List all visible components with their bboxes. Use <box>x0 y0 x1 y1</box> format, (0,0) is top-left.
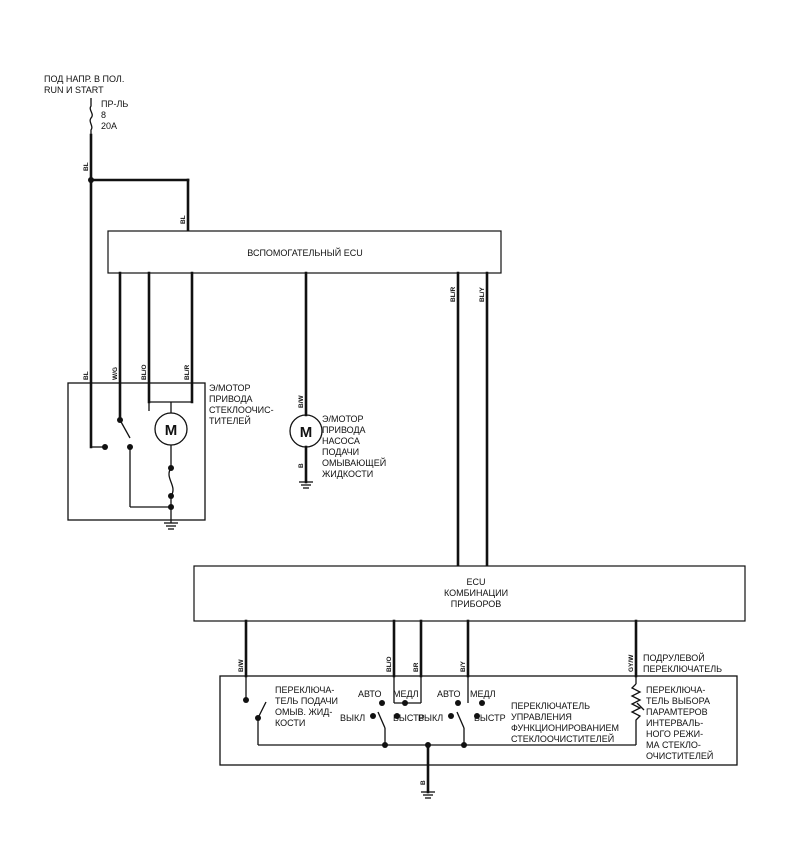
stalk-switch-label-2: ПЕРЕКЛЮЧАТЕЛЬ <box>643 664 722 674</box>
wire-label-blo-sw: BL/O <box>386 656 393 672</box>
wire-label-bl-motor: BL <box>83 371 90 380</box>
section1-fast-label: БЫСТР <box>393 713 425 723</box>
wire-label-blo-motor: BL/O <box>141 364 148 380</box>
wiper-motor-label-1: Э/МОТОР <box>209 383 251 393</box>
wire-label-b-ground: B <box>420 780 427 785</box>
fuse-number: 8 <box>101 110 106 120</box>
section1-contact-off <box>370 713 376 719</box>
section2-auto-label: АВТО <box>437 689 461 699</box>
washer-switch-label-4: КОСТИ <box>275 718 305 728</box>
function-switch-label-3: ФУНКЦИОНИРОВАНИЕМ <box>511 723 619 733</box>
ground-icon <box>164 522 178 530</box>
wire-label-bl-top: BL <box>83 162 90 171</box>
stalk-switch-panel <box>219 675 738 766</box>
washer-switch-label-2: ТЕЛЬ ПОДАЧИ <box>275 696 338 706</box>
wire-label-b-pump: B <box>298 463 305 468</box>
wire-label-bw-sw: B/W <box>238 659 245 673</box>
interval-switch-label-7: ОЧИСТИТЕЛЕЙ <box>646 750 713 761</box>
function-switch-label-1: ПЕРЕКЛЮЧАТЕЛЬ <box>511 701 590 711</box>
function-switch-label-4: СТЕКЛООЧИСТИТЕЛЕЙ <box>511 733 614 744</box>
pump-motor-label-6: ЖИДКОСТИ <box>322 469 373 479</box>
section2-contact-slow <box>479 700 485 706</box>
interval-switch-label-1: ПЕРЕКЛЮЧА- <box>646 685 705 695</box>
wire-label-bl-aux: BL <box>180 215 187 224</box>
wire-label-br-sw: BR <box>413 662 420 672</box>
interval-wiper-arrow <box>636 702 645 711</box>
power-source-label: ПОД НАПР. В ПОЛ. <box>44 74 124 84</box>
section1-contact-fast <box>394 713 400 719</box>
pump-motor-label-2: ПРИВОДА <box>322 425 366 435</box>
stalk-switch-label-1: ПОДРУЛЕВОЙ <box>643 652 705 663</box>
section1-auto-label: АВТО <box>358 689 382 699</box>
ground-icon <box>299 481 313 489</box>
ground-bus-junction <box>382 742 388 748</box>
interval-switch-label-2: ТЕЛЬ ВЫБОРА <box>646 696 710 706</box>
wire-label-blr-ecu: BL/R <box>450 287 457 302</box>
cluster-ecu-box <box>193 565 746 622</box>
section1-contact-slow <box>402 700 408 706</box>
interval-switch-label-3: ПАРАМТЕРОВ <box>646 707 708 717</box>
aux-ecu-label: ВСПОМОГАТЕЛЬНЫЙ ECU <box>247 247 363 258</box>
section1-slow-label: МЕДЛ <box>393 689 419 699</box>
section2-contact-auto <box>455 700 461 706</box>
wire-label-by-sw: B/Y <box>460 661 467 673</box>
wiper-motor-label-3: СТЕКЛООЧИС- <box>209 405 274 415</box>
park-contact <box>102 444 108 450</box>
interval-resistor-icon <box>630 683 642 745</box>
pump-motor-label-3: НАСОСА <box>322 436 360 446</box>
section2-contact-off <box>448 713 454 719</box>
pump-motor-label-5: ОМЫВАЮЩЕЙ <box>322 457 386 468</box>
cluster-ecu-label-3: ПРИБОРОВ <box>451 599 502 609</box>
section1-blade <box>377 711 386 729</box>
wire-label-wg: W/G <box>112 367 119 380</box>
power-source-label-2: RUN И START <box>44 85 104 95</box>
wiper-motor-m: M <box>165 422 178 439</box>
aux-ecu-box <box>107 230 502 274</box>
washer-switch-label-3: ОМЫВ. ЖИД- <box>275 707 332 717</box>
pump-motor-label-4: ПОДАЧИ <box>322 447 359 457</box>
function-switch-label-2: УПРАВЛЕНИЯ <box>511 712 572 722</box>
washer-switch-contact <box>243 697 249 703</box>
cluster-ecu-label-1: ECU <box>466 577 485 587</box>
fuse-rating: 20A <box>101 121 117 131</box>
wiper-motor-label-2: ПРИВОДА <box>209 394 253 404</box>
pump-motor-label-1: Э/МОТОР <box>322 414 364 424</box>
ground-icon <box>421 791 435 799</box>
interval-switch-label-4: ИНТЕРВАЛЬ- <box>646 718 703 728</box>
wiper-motor-housing <box>67 382 206 521</box>
section1-off-label: ВЫКЛ <box>340 713 365 723</box>
section2-blade <box>456 711 465 729</box>
section1-contact-auto <box>379 700 385 706</box>
wire-label-bw-pump: B/W <box>298 395 305 409</box>
wire-label-bly-ecu: BL/Y <box>479 287 486 302</box>
wire-label-gyw-sw: GY/W <box>628 654 635 672</box>
interval-switch-label-5: НОГО РЕЖИ- <box>646 729 703 739</box>
fuse-symbol <box>89 98 93 135</box>
wire-label-blr-motor: BL/R <box>184 365 191 380</box>
junction-dot <box>88 177 94 183</box>
section2-contact-fast <box>474 713 480 719</box>
interval-switch-label-6: МА СТЕКЛО- <box>646 740 701 750</box>
section2-slow-label: МЕДЛ <box>470 689 496 699</box>
park-switch-pivot <box>117 417 123 423</box>
section2-off-label: ВЫКЛ <box>418 713 443 723</box>
park-switch-blade <box>119 419 131 439</box>
wiper-motor-label-4: ТИТЕЛЕЙ <box>209 415 251 426</box>
motor-brush-spring <box>168 467 174 497</box>
washer-switch-label-1: ПЕРЕКЛЮЧА- <box>275 685 334 695</box>
ground-bus-junction <box>461 742 467 748</box>
fuse-label: ПР-ЛЬ <box>101 99 128 109</box>
cluster-ecu-label-2: КОМБИНАЦИИ <box>444 588 508 598</box>
section2-fast-label: БЫСТР <box>474 713 506 723</box>
pump-motor-m: M <box>300 424 313 441</box>
